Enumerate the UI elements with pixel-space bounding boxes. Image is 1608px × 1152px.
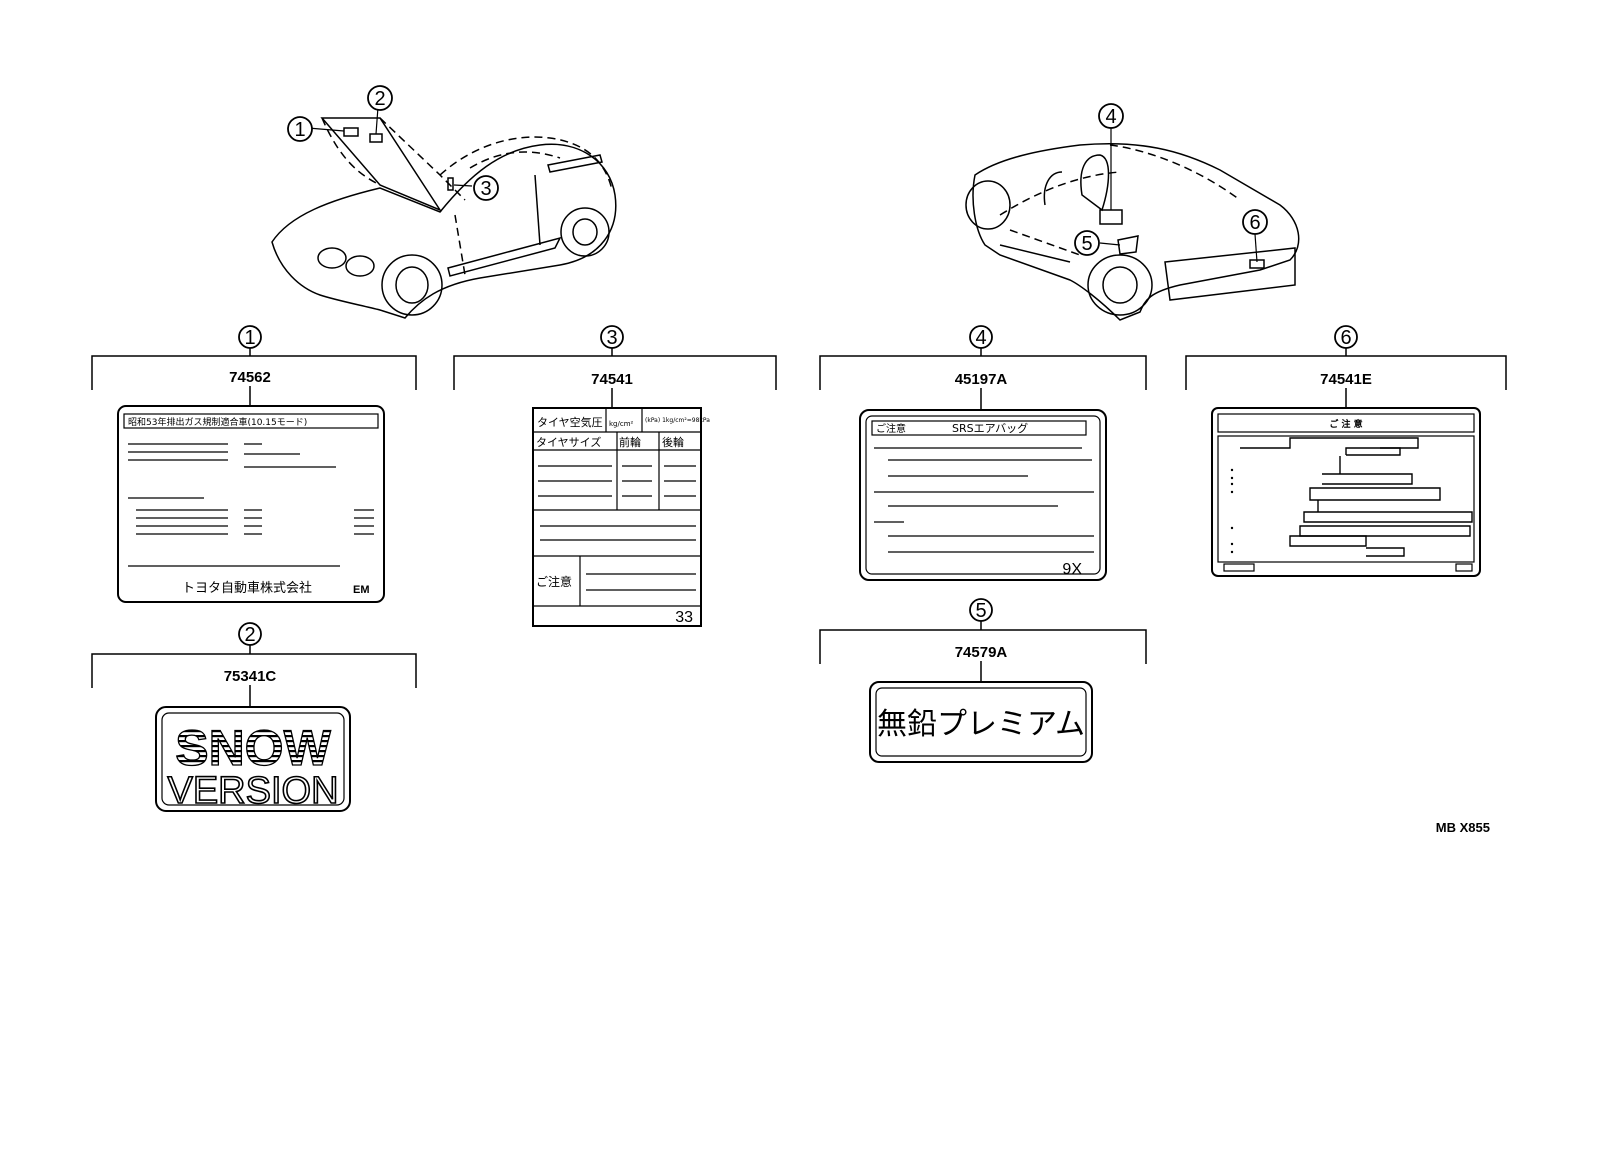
svg-text:1: 1 — [244, 327, 255, 349]
svg-text:4: 4 — [1105, 106, 1116, 128]
svg-text:2: 2 — [244, 624, 255, 646]
svg-text:1: 1 — [294, 119, 305, 141]
svg-text:前輪: 前輪 — [619, 435, 641, 449]
label-group-1: 1 74562 昭和53年排出ガス規制適合車(10.15モード) トヨタ自動車株… — [91, 325, 417, 603]
svg-text:昭和53年排出ガス規制適合車(10.15モード): 昭和53年排出ガス規制適合車(10.15モード) — [128, 416, 307, 428]
svg-text:2: 2 — [374, 88, 385, 110]
snow-text: SNOW — [175, 720, 331, 776]
svg-text:3: 3 — [480, 178, 491, 200]
svg-text:ご 注 意: ご 注 意 — [1329, 418, 1362, 430]
diagram-code: MB X855 — [1436, 820, 1490, 835]
part-number-74579A: 74579A — [955, 644, 1008, 661]
part-number-75341C: 75341C — [224, 668, 277, 685]
svg-text:後輪: 後輪 — [662, 435, 684, 449]
rear-car-illustration — [965, 128, 1300, 321]
svg-text:タイヤ空気圧: タイヤ空気圧 — [537, 415, 603, 429]
label-group-2: 2 75341C SNOW VERSION — [91, 622, 417, 813]
svg-text:トヨタ自動車株式会社: トヨタ自動車株式会社 — [182, 580, 312, 596]
svg-text:4: 4 — [975, 327, 986, 349]
svg-text:5: 5 — [975, 600, 986, 622]
part-number-74541E: 74541E — [1320, 371, 1372, 388]
label-group-4: 4 45197A ご注意 SRSエアバッグ 9X — [819, 325, 1147, 581]
svg-text:EM: EM — [353, 584, 370, 596]
front-car-illustration — [271, 106, 617, 319]
svg-text:5: 5 — [1081, 233, 1092, 255]
rear-callouts: 4 5 6 — [1074, 103, 1268, 256]
svg-text:3: 3 — [606, 327, 617, 349]
label-group-5: 5 74579A 無鉛プレミアム — [819, 598, 1147, 763]
svg-text:33: 33 — [675, 609, 693, 626]
svg-text:9X: 9X — [1062, 561, 1082, 578]
svg-text:ご注意: ご注意 — [876, 422, 906, 435]
version-text: VERSION — [167, 770, 338, 812]
svg-text:ご注意: ご注意 — [536, 574, 572, 589]
part-number-45197A: 45197A — [955, 371, 1008, 388]
svg-text:6: 6 — [1340, 327, 1351, 349]
label-group-6: 6 74541E ご 注 意 — [1185, 325, 1507, 577]
part-number-74562: 74562 — [229, 369, 271, 386]
svg-text:SRSエアバッグ: SRSエアバッグ — [952, 421, 1028, 435]
svg-text:(kPa) 1kg/cm²=98kPa: (kPa) 1kg/cm²=98kPa — [645, 417, 710, 424]
front-callouts: 1 2 3 — [287, 85, 499, 201]
svg-text:6: 6 — [1249, 212, 1260, 234]
unleaded-premium-text: 無鉛プレミアム — [877, 707, 1085, 742]
part-number-74541: 74541 — [591, 371, 633, 388]
svg-text:タイヤサイズ: タイヤサイズ — [536, 435, 601, 449]
label-group-3: 3 74541 タイヤ空気圧 kg/cm² (kP — [453, 325, 777, 627]
svg-text:kg/cm²: kg/cm² — [609, 420, 634, 428]
